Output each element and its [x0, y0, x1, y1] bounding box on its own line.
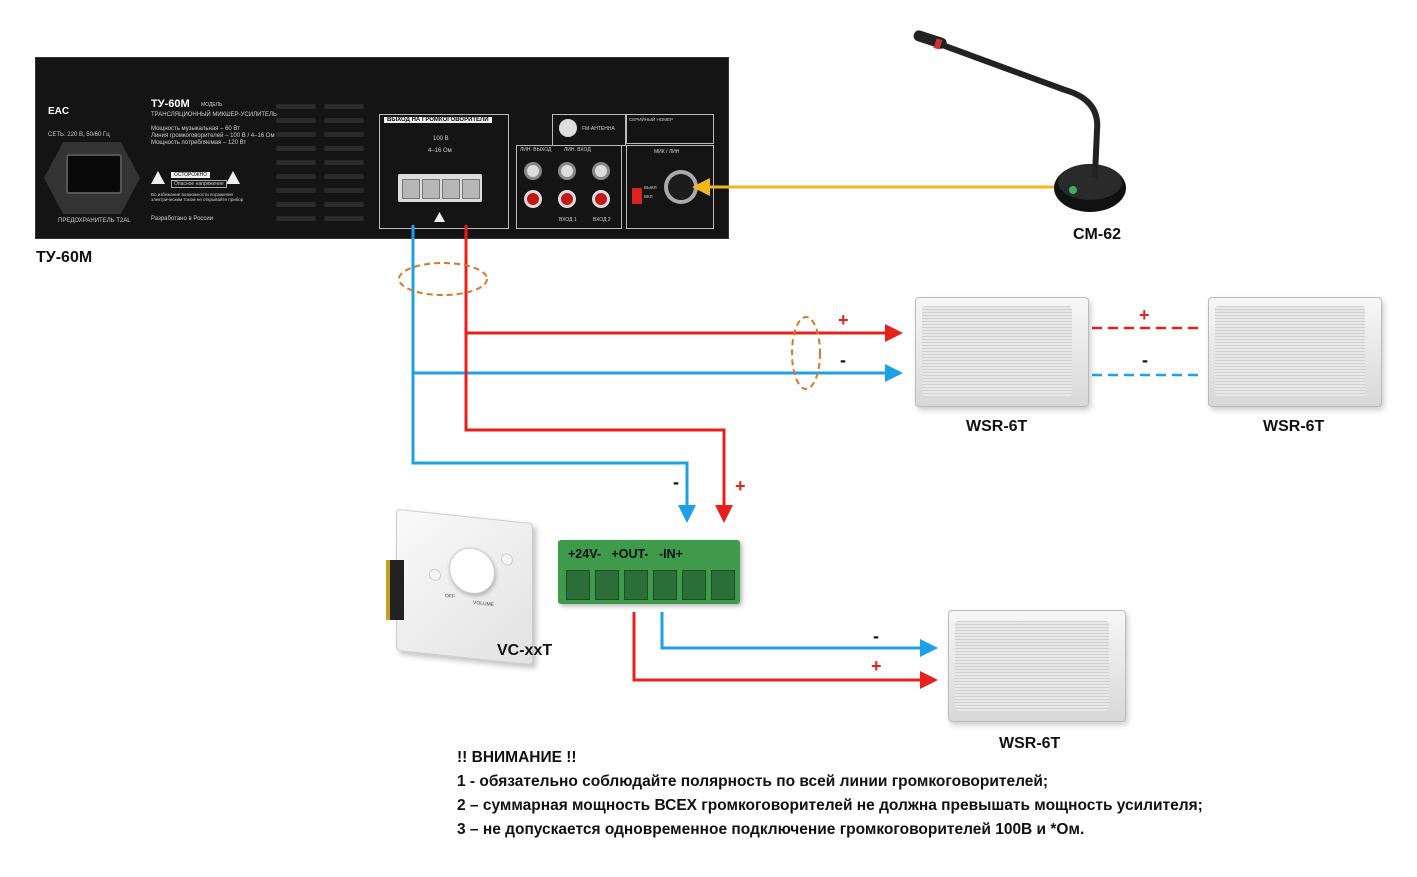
polarity-plus: +	[871, 656, 882, 676]
speaker-grille	[955, 621, 1109, 711]
line-io-section	[516, 145, 622, 229]
note-1: 1 - обязательно соблюдайте полярность по…	[457, 773, 1049, 790]
note-3: 3 – не допускается одновременное подключ…	[457, 821, 1085, 838]
amplifier-name: ТУ-60М	[36, 249, 93, 266]
mic-head	[913, 30, 947, 49]
serial-label: СЕРИЙНЫЙ НОМЕР	[629, 117, 673, 122]
speaker-1-name: WSR-6T	[966, 418, 1028, 435]
polarity-minus: -	[673, 472, 679, 492]
rca-jack-white[interactable]	[524, 162, 542, 180]
rca-jack-red[interactable]	[524, 190, 542, 208]
amplifier-rear-panel: EAC СЕТЬ: 220 В, 50/60 Гц ПРЕДОХРАНИТЕЛЬ…	[35, 57, 729, 239]
phantom-on-label: ВКЛ	[644, 194, 653, 199]
screw-terminal[interactable]	[462, 179, 480, 199]
terminal-slot[interactable]	[566, 570, 590, 600]
line-out-label: ЛИН. ВЫХОД	[520, 147, 552, 153]
volume-off-label: OFF	[445, 592, 455, 601]
fm-label: FM-АНТЕННА	[582, 126, 615, 132]
terminal-block-label: +24V- +OUT- -IN+	[568, 547, 683, 561]
gooseneck-microphone	[913, 30, 1126, 212]
out-ohm-label: 4–16 Ом	[428, 148, 452, 154]
made-in-label: Разработано в России	[151, 216, 214, 222]
terminal-block: +24V- +OUT- -IN+	[558, 540, 740, 604]
speaker-2-name: WSR-6T	[1263, 418, 1325, 435]
positive-wire-to-speaker-1	[464, 225, 903, 342]
terminal-slot[interactable]	[624, 570, 648, 600]
positive-wire-to-speaker-3	[632, 612, 938, 689]
terminal-slot[interactable]	[711, 570, 735, 600]
speaker-3-name: WSR-6T	[999, 735, 1061, 752]
line-in-label: ЛИН. ВХОД	[564, 147, 591, 153]
fm-antenna-jack[interactable]	[559, 119, 577, 137]
speaker-grille	[1215, 306, 1365, 396]
spec-consumption: Мощность потребляемая – 120 Вт	[151, 140, 247, 146]
cable-pair-marker	[398, 262, 488, 296]
spec-music-power: Мощность музыкальная – 60 Вт	[151, 126, 240, 132]
danger-label: Опасное напряжение	[171, 180, 227, 188]
rca-jack-white[interactable]	[558, 162, 576, 180]
microphone-name: CM-62	[1073, 226, 1122, 243]
mic-gooseneck	[942, 43, 1101, 178]
wall-speaker-3	[948, 610, 1126, 722]
volume-label: VOLUME	[473, 599, 495, 609]
fuse-label: ПРЕДОХРАНИТЕЛЬ T2AL	[58, 218, 131, 224]
mic-line-label: МИК / ЛИН	[654, 149, 680, 155]
polarity-minus: -	[840, 350, 846, 370]
negative-wire-to-speaker-3	[660, 612, 938, 657]
warning-notes: !! ВНИМАНИЕ !! 1 - обязательно соблюдайт…	[457, 746, 1203, 842]
speaker-grille	[922, 306, 1072, 396]
negative-wire-to-volume-control	[411, 373, 696, 523]
terminal-slot[interactable]	[595, 570, 619, 600]
shock-warning-text: Во избежание возможности поражения элект…	[151, 192, 244, 202]
rca-jack-white[interactable]	[592, 162, 610, 180]
input1-label: ВХОД 1	[559, 217, 577, 223]
speaker-output-section	[379, 114, 509, 229]
screw-terminal[interactable]	[402, 179, 420, 199]
phantom-switch[interactable]	[632, 188, 642, 204]
amp-model-title: ТУ-60М	[151, 98, 190, 110]
out-100v-label: 100 В	[433, 136, 449, 142]
mains-label: СЕТЬ: 220 В, 50/60 Гц	[48, 132, 110, 138]
polarity-plus: +	[1139, 305, 1150, 325]
wall-speaker-2	[1208, 297, 1382, 407]
rca-jack-red[interactable]	[592, 190, 610, 208]
caution-label: ОСТОРОЖНО	[171, 172, 211, 178]
spec-speaker-line: Линия громкоговорителей – 100 В / 4–16 О…	[151, 133, 275, 139]
input2-label: ВХОД 2	[593, 217, 611, 223]
negative-wire-to-speaker-1	[411, 225, 903, 382]
phantom-off-label: ВЫКЛ	[644, 185, 657, 190]
terminal-slot[interactable]	[682, 570, 706, 600]
iec-power-socket	[66, 154, 122, 194]
wall-speaker-1	[915, 297, 1089, 407]
screw-terminal[interactable]	[422, 179, 440, 199]
note-2: 2 – суммарная мощность ВСЕХ громкоговори…	[457, 797, 1203, 814]
cable-pair-marker	[791, 316, 821, 390]
polarity-minus: -	[1142, 350, 1148, 370]
notes-title: !! ВНИМАНИЕ !!	[457, 749, 577, 766]
amp-subtitle: ТРАНСЛЯЦИОННЫЙ МИКШЕР-УСИЛИТЕЛЬ	[151, 112, 277, 118]
warning-icon	[434, 212, 445, 222]
volume-knob[interactable]	[449, 545, 495, 597]
speaker-output-title: ВЫХОД НА ГРОМКОГОВОРИТЕЛИ	[384, 117, 492, 123]
volume-control-name: VC-xxT	[497, 642, 553, 659]
polarity-plus: +	[735, 476, 746, 496]
screw-terminal[interactable]	[442, 179, 460, 199]
polarity-minus: -	[873, 626, 879, 646]
rca-jack-red[interactable]	[558, 190, 576, 208]
eac-mark: EAC	[48, 106, 70, 117]
serial-number-box	[626, 114, 714, 144]
polarity-plus: +	[838, 310, 849, 330]
terminal-slot[interactable]	[653, 570, 677, 600]
volume-control-mount	[386, 560, 404, 620]
positive-wire-to-volume-control	[464, 333, 733, 523]
model-word: МОДЕЛЬ	[201, 102, 223, 108]
